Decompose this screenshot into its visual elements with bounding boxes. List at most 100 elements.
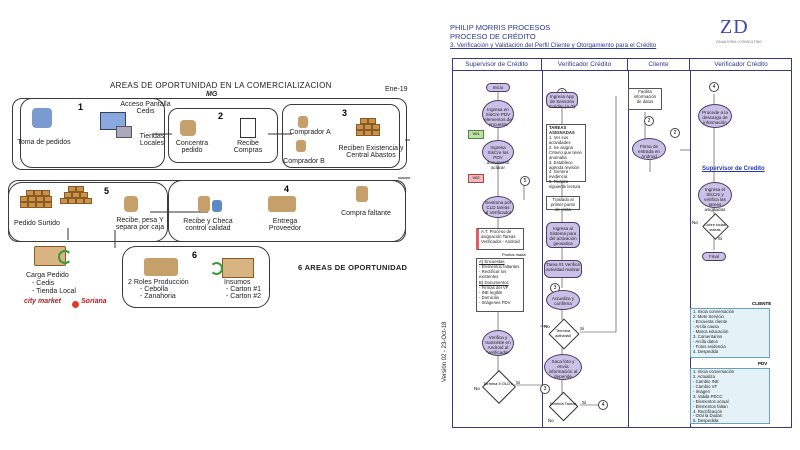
- node-procede: Procede a la descarga de información: [698, 104, 732, 128]
- node-traslado: Traslado al primer punto de visita: [546, 196, 580, 212]
- citymarket-logo: city market: [24, 298, 61, 305]
- node-tarea1: Tarea #1 Verifica actividad realizar: [544, 260, 582, 278]
- cliente-item-7: - Arcila datos: [693, 338, 718, 344]
- pdv-item-9: 4. Rectificación: [693, 408, 723, 414]
- pdv-item-3: - Cambio INE: [693, 378, 719, 384]
- boxes-pile-step5: [20, 190, 60, 214]
- node-foto: Saca foto y envía información al depende: [544, 354, 582, 380]
- step4-label-entrega: Entrega Proveedor: [268, 218, 302, 232]
- node-tareas: TAREAS ASIGNADAS 1. Ver sus actividades …: [546, 124, 586, 189]
- decision-tareas-label: Termina Tareas: [549, 401, 577, 406]
- pdv-item-11: 5. Despedida: [693, 418, 719, 424]
- step1-label-access: Acceso Pantalla Cedis: [120, 101, 171, 115]
- lane-divider-2: [628, 71, 629, 428]
- step6-carton1: - Carton #1: [226, 286, 262, 293]
- step4-label-faltante: Compra faltante: [341, 210, 391, 217]
- node-gestiona: Gestiona por CLD tareas al Verificador: [482, 196, 514, 218]
- boxes-cart-icon: [222, 258, 254, 278]
- step4-box: [168, 180, 406, 242]
- supervisor-link[interactable]: Supervisor de Credito: [702, 166, 765, 172]
- cliente-item-3: - Encuesta cliente: [693, 318, 728, 324]
- diagram-subtitle: MG: [206, 91, 218, 98]
- doc-title: B) Documentos: [479, 279, 509, 285]
- delivery-icon: [268, 196, 296, 212]
- step1-box: [20, 98, 165, 168]
- process-subtitle: 3. Verificación y Validación del Perfil …: [450, 42, 657, 49]
- decision-termina-actividad: Termina actividad: [548, 318, 580, 350]
- decision-cubre: Cubre todas tareas: [700, 213, 730, 240]
- tareas-title: TAREAS ASIGNADAS: [549, 125, 575, 135]
- cliente-item-2: 2. Mete Servicio: [693, 313, 724, 319]
- doc-item-2: - INE legible: [479, 289, 503, 295]
- cliente-box: 1. Inicia conversación 2. Mete Servicio …: [690, 308, 770, 358]
- enc-item-2: - Rectificar los existentes: [479, 268, 507, 279]
- pdv-item-10: - Oral la Dudas: [693, 413, 722, 419]
- pdv-item-4: - Cambio VF: [693, 383, 718, 389]
- load-title: Carga Pedido: [26, 272, 69, 279]
- cliente-item-8: - Fotos evidencia: [693, 343, 726, 349]
- step1-label-orders: Toma de pedidos: [17, 139, 71, 146]
- label-si-3: Si: [582, 400, 587, 405]
- node-firma: Firma de entrada en Android: [632, 138, 666, 160]
- label-no-4: No: [692, 220, 698, 225]
- buyer-a-icon: [298, 116, 308, 128]
- step3-label-buyer-a: Comprador A: [289, 129, 331, 136]
- step6-box: [122, 246, 270, 308]
- cliente-item-6: 3. Comentarios: [693, 333, 723, 339]
- node-asignacion: A.T. Proceso de asignación Tareas Verifi…: [476, 228, 524, 250]
- cliente-item-9: 4. Despedida: [693, 348, 719, 354]
- step1-label-stores: Tiendas Locales: [139, 133, 165, 147]
- step6-number: 6: [192, 250, 198, 260]
- load-item-cedis: - Cedis: [32, 280, 55, 287]
- decision-cubre-label: Cubre todas tareas: [704, 222, 726, 232]
- flow-connectors: [497, 90, 715, 406]
- document-icon: [240, 118, 256, 138]
- connector-4b: 4: [709, 82, 719, 92]
- node-app: Ingresa App de Sensoria Crédito (A-T): [546, 92, 578, 109]
- enc-item-1: - Elementos faltantes: [479, 263, 520, 269]
- node-verifica: Verifica y transmite en Android al Verif…: [482, 330, 514, 356]
- connector-4: 4: [598, 400, 608, 410]
- step5-box: [8, 182, 168, 242]
- label-si-1: Si: [516, 380, 521, 385]
- store-icon: [116, 126, 132, 138]
- areas-note: 6 AREAS DE OPORTUNIDAD: [298, 263, 408, 272]
- label-no-2: No: [544, 324, 550, 329]
- connector-3b: 3: [540, 384, 550, 394]
- person-icon: [32, 108, 52, 128]
- step6-cebolla: - Cebolla: [140, 286, 169, 293]
- connector-2: 2: [644, 116, 654, 126]
- doc-item-1: - Firmas del VF: [479, 284, 509, 290]
- step6-roles: 2 Roles Producción: [128, 279, 189, 286]
- pdv-box-title: PDV: [758, 361, 768, 366]
- pdv-item-2: 2. Actualiza: [693, 373, 715, 379]
- doc-item-3: - Domicilio: [479, 294, 500, 300]
- load-item-local: - Tienda Local: [32, 288, 76, 295]
- label-si-2: Si: [580, 326, 585, 331]
- decision-termina-label: Termina 5 OLD's: [483, 381, 513, 386]
- swimlane-frame: [452, 58, 792, 428]
- pdv-item-1: 1. Inicia conversación: [693, 369, 735, 374]
- pdv-item-8: - Elementos faltan: [693, 403, 728, 409]
- pdv-item-5: - Imagen: [693, 388, 710, 394]
- pdv-box: 1. Inicia conversación 2. Actualiza - Ca…: [690, 368, 770, 424]
- recycle-arrow-icon: [58, 250, 72, 264]
- tareas-item-4: 4. Genera evidencia: [549, 169, 569, 180]
- diagram-date: Ene-19: [385, 86, 408, 93]
- diagram-title: AREAS DE OPORTUNIDAD EN LA COMERCIALIZAC…: [110, 81, 332, 90]
- right-diagram: PHILIP MORRIS PROCESOS PROCESO DE CRÉDIT…: [420, 0, 800, 450]
- process-title: PROCESO DE CRÉDITO: [450, 32, 536, 41]
- step6-carton2: - Carton #2: [226, 293, 262, 300]
- connector-2b: 2: [670, 128, 680, 138]
- buyer-b-icon: [296, 140, 306, 152]
- soriana-logo: Soriana: [81, 298, 107, 305]
- buyer-icon: [356, 186, 368, 202]
- boxes-pile-step3: [356, 118, 386, 142]
- node-ingresa-sis: Ingresa el SisCre y verifica las tareas …: [698, 182, 732, 212]
- left-diagram: AREAS DE OPORTUNIDAD EN LA COMERCIALIZAC…: [8, 81, 410, 308]
- step6-insumos: Insumos: [224, 279, 251, 286]
- cliente-item-1: 1. Inicia conversación: [693, 309, 735, 314]
- label-no-1: No: [474, 386, 480, 391]
- cliente-box-title: CLIENTE: [752, 301, 772, 306]
- decision-termina: Termina 5 OLD's: [482, 370, 516, 404]
